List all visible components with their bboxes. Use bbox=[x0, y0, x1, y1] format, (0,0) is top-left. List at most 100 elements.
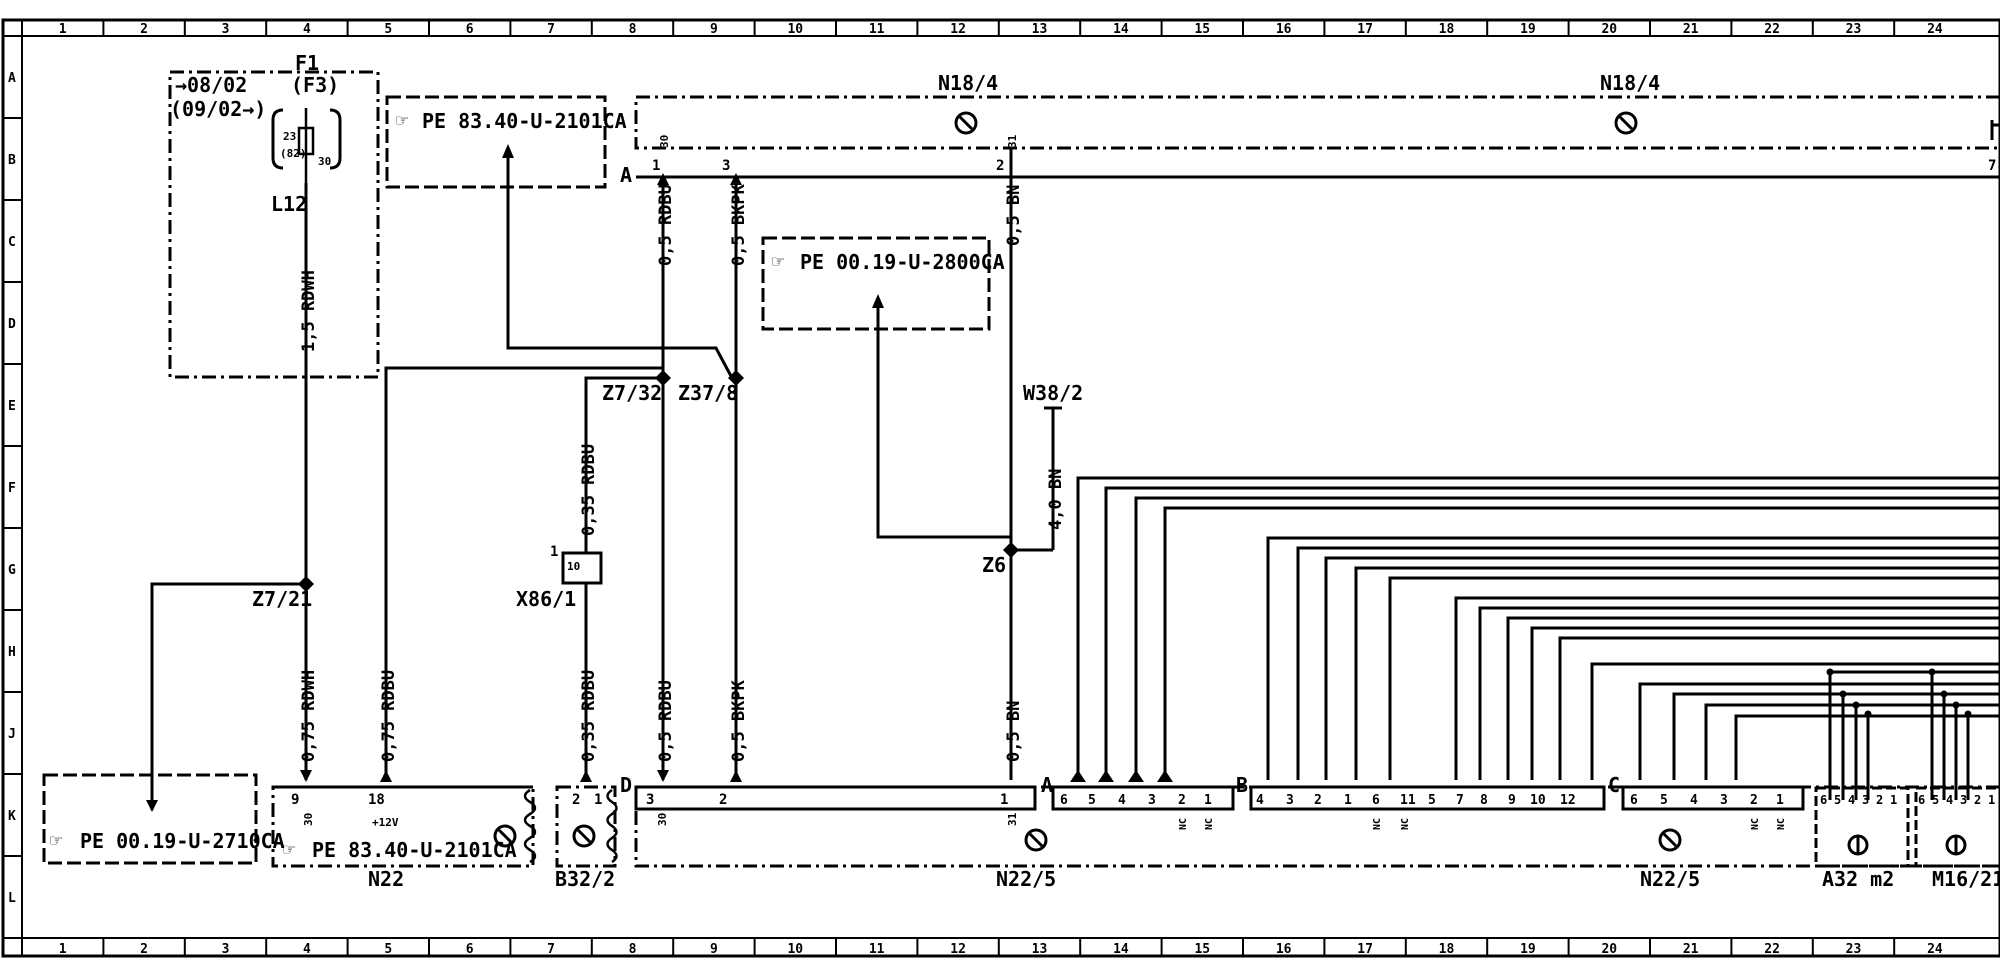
n18-pin-7: 7 bbox=[1988, 158, 1996, 174]
ref-box-mid[interactable]: ☞ PE 00.19-U-2800CA bbox=[761, 236, 1005, 331]
a32-pin: 2 bbox=[1876, 793, 1883, 807]
wire-labels: 1,5 RDWH 0,75 RDWH 0,75 RDBU 0,35 RDBU 0… bbox=[299, 183, 1066, 762]
m16-pin: 4 bbox=[1946, 793, 1953, 807]
grid-column-label: 20 bbox=[1601, 22, 1617, 37]
grid-column-label: 12 bbox=[950, 22, 966, 37]
n22-5-pin-3: 3 bbox=[646, 792, 654, 808]
a32-pin: 4 bbox=[1848, 793, 1855, 807]
connector-pin: 3 bbox=[1148, 793, 1156, 808]
grid-column-label: 3 bbox=[222, 22, 230, 37]
n22-term-30: 30 bbox=[302, 813, 315, 826]
m16-pin: 6 bbox=[1918, 793, 1925, 807]
ref-n22-text: PE 83.40-U-2101CA bbox=[312, 838, 517, 862]
n22-5-connector-c: C bbox=[1608, 773, 1620, 797]
ground-w38-2: W38/2 bbox=[1023, 381, 1083, 550]
wire-035-rdbu-top: 0,35 RDBU bbox=[579, 444, 599, 536]
grid-column-label: 8 bbox=[629, 942, 637, 957]
connector-pin: 4 bbox=[1256, 793, 1264, 808]
wire-05-bkpk-bot: 0,5 BKPK bbox=[729, 679, 749, 762]
grid-row-label: L bbox=[8, 891, 16, 906]
wire-035-rdbu-bot: 0,35 RDBU bbox=[579, 670, 599, 762]
connector-pin: 5 bbox=[1428, 793, 1436, 808]
ref-box-bottom-left[interactable]: ☞ PE 00.19-U-2710CA bbox=[42, 773, 285, 865]
grid-column-label: 6 bbox=[466, 942, 474, 957]
splice-z7-32: Z7/32 bbox=[602, 381, 662, 405]
grid-column-label: 21 bbox=[1683, 22, 1699, 37]
a32-pin: 6 bbox=[1820, 793, 1827, 807]
m16-pin: 5 bbox=[1932, 793, 1939, 807]
grid-column-label: 23 bbox=[1846, 942, 1862, 957]
motor-icon bbox=[1945, 834, 1967, 856]
connector-pin: 3 bbox=[1286, 793, 1294, 808]
splice-z6: Z6 bbox=[982, 553, 1006, 577]
n18-pin-1: 1 bbox=[652, 158, 660, 174]
connector-pin: 3 bbox=[1720, 793, 1728, 808]
grid-column-label: 10 bbox=[787, 22, 803, 37]
b32-pin-1: 1 bbox=[594, 792, 602, 808]
a32-label: A32 m2 bbox=[1822, 867, 1894, 891]
book-icon: ☞ bbox=[396, 108, 408, 132]
component-b32-2: B32/2 2 1 bbox=[555, 785, 618, 891]
n22-5-connector-b: B bbox=[1236, 773, 1248, 797]
wire-05-bn-bot: 0,5 BN bbox=[1004, 701, 1024, 762]
wire-05-bkpk-top: 0,5 BKPK bbox=[729, 183, 749, 266]
grid-column-label: 18 bbox=[1439, 942, 1455, 957]
connector-pin: 10 bbox=[1530, 793, 1546, 808]
no-connect-label: NC bbox=[1178, 818, 1189, 830]
grid-column-label: 4 bbox=[303, 22, 311, 37]
grid-column-label: 22 bbox=[1764, 942, 1780, 957]
grid-row-label: C bbox=[8, 235, 16, 250]
n18-pin-2: 2 bbox=[996, 158, 1004, 174]
wire-05-rdbu-bot: 0,5 RDBU bbox=[656, 680, 676, 762]
fuse-amp: 30 bbox=[318, 155, 331, 168]
grid-column-label: 24 bbox=[1927, 22, 1943, 37]
grid-row-label: E bbox=[8, 399, 16, 414]
connector-pin: 1 bbox=[1776, 793, 1784, 808]
grid-column-label: 2 bbox=[140, 22, 148, 37]
n22-5-connector-d: D bbox=[620, 773, 632, 797]
grid-column-label: 14 bbox=[1113, 942, 1129, 957]
motor-icon bbox=[572, 824, 596, 848]
grid-column-label: 19 bbox=[1520, 942, 1536, 957]
grid-column-label: 7 bbox=[547, 942, 555, 957]
b32-2-label: B32/2 bbox=[555, 867, 615, 891]
connector-pin: 6 bbox=[1372, 793, 1380, 808]
grid-column-label: 13 bbox=[1032, 942, 1048, 957]
fuse-box-f1: →08/02 (09/02→) F1 (F3) 23 (82) 30 L12 bbox=[168, 51, 380, 379]
book-icon: ☞ bbox=[772, 249, 784, 273]
ref-box-top-left[interactable]: ☞ PE 83.40-U-2101CA bbox=[385, 95, 627, 189]
n18-pin-3: 3 bbox=[722, 158, 730, 174]
grid-row-label: F bbox=[8, 481, 16, 496]
connector-pin: 6 bbox=[1060, 793, 1068, 808]
fuse-id: L12 bbox=[271, 192, 307, 216]
wire-075-rdbu: 0,75 RDBU bbox=[379, 670, 399, 762]
motor-icons bbox=[493, 111, 1967, 856]
n22-5-pin-2: 2 bbox=[719, 792, 727, 808]
n22-pin-9: 9 bbox=[291, 792, 299, 808]
n18-4-right-label: N18/4 bbox=[1600, 71, 1660, 95]
grid-column-label: 10 bbox=[787, 942, 803, 957]
n18-term-30: 30 bbox=[658, 135, 671, 148]
wire-arrows bbox=[146, 144, 1173, 812]
connector-pin: 1 bbox=[1344, 793, 1352, 808]
grid-column-label: 14 bbox=[1113, 22, 1129, 37]
m16-pin: 2 bbox=[1974, 793, 1981, 807]
splice-z7-21: Z7/21 bbox=[252, 587, 312, 611]
grid-column-label: 4 bbox=[303, 942, 311, 957]
n22-5-pin-1: 1 bbox=[1000, 792, 1008, 808]
grid-column-label: 17 bbox=[1357, 22, 1373, 37]
fuse-pin-top: 23 bbox=[283, 130, 296, 143]
n18-connector-a: A bbox=[620, 163, 632, 187]
motor-icon bbox=[1847, 834, 1869, 856]
n22-pin-18: 18 bbox=[368, 792, 385, 808]
grid-column-label: 15 bbox=[1194, 942, 1210, 957]
n22-5-term-30: 30 bbox=[656, 813, 669, 826]
wire-05-rdbu-top: 0,5 RDBU bbox=[656, 184, 676, 266]
fuse-pin-alt: (82) bbox=[280, 147, 307, 160]
m16-pin: 3 bbox=[1960, 793, 1967, 807]
n22-5-right-label: N22/5 bbox=[1640, 867, 1700, 891]
